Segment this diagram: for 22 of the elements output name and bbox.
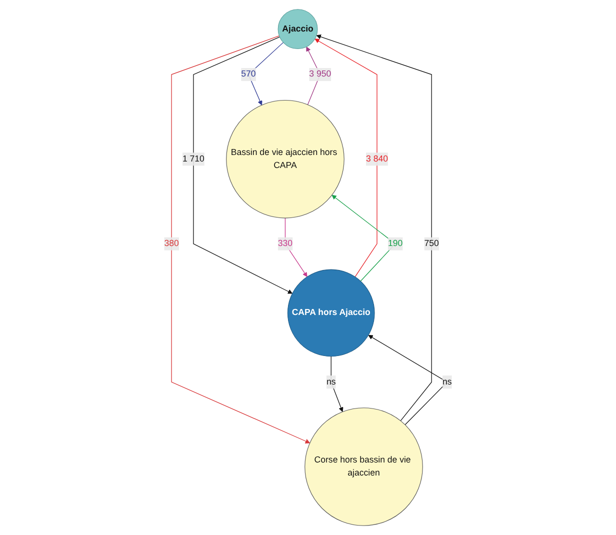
arrow (248, 42, 284, 106)
arrow (330, 356, 344, 412)
arrow (193, 36, 293, 294)
node-circle: CAPA hors Ajaccio (287, 269, 375, 357)
edge-label: 1 710 (182, 154, 204, 164)
edge-label: ns (442, 377, 452, 386)
arrow (306, 46, 320, 106)
arrow (316, 34, 432, 422)
edge-label: 330 (278, 238, 293, 248)
arrow (171, 35, 310, 444)
edge-label: ns (326, 377, 336, 386)
edge-label: 380 (164, 238, 179, 248)
arrow (284, 218, 308, 277)
edge-label: 3 840 (366, 154, 388, 164)
node-circle: Corse hors bassin de vie ajaccien (304, 408, 423, 526)
node-circle: Bassin de vie ajaccien hors CAPA (226, 100, 344, 218)
edge-label: 190 (388, 238, 403, 248)
node-circle: Ajaccio (278, 9, 318, 50)
edge-label: 3 950 (309, 70, 332, 79)
edge-label: 750 (424, 238, 439, 248)
edge-label: 570 (241, 70, 256, 79)
arrow (314, 38, 378, 278)
